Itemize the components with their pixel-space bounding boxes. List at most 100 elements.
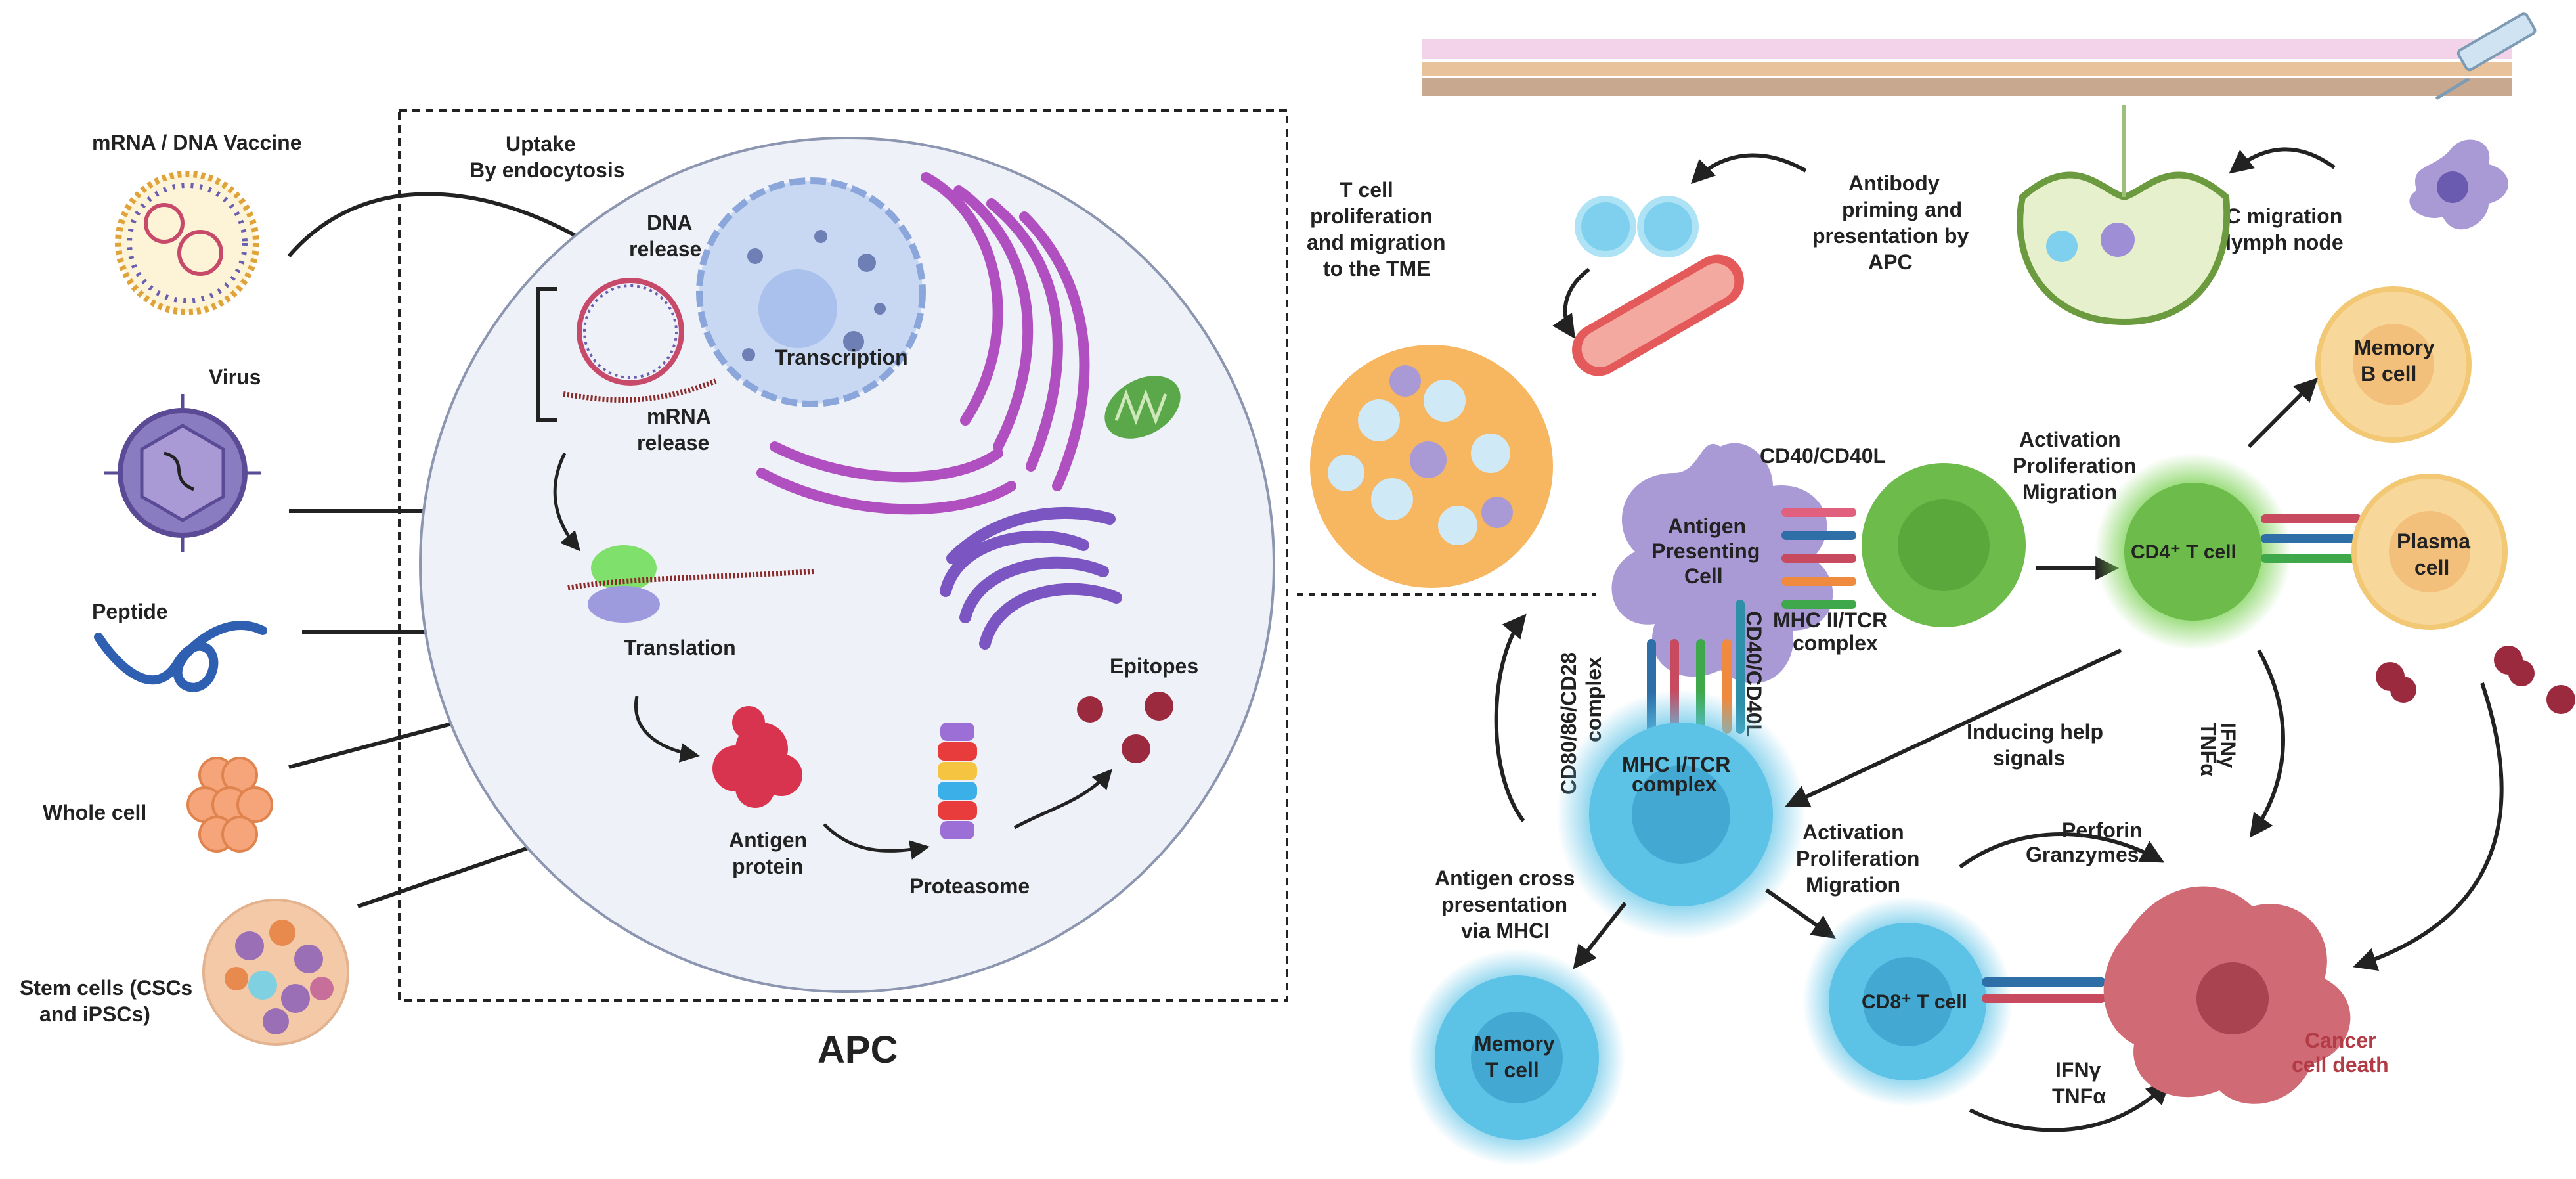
- epitope-icon: [1077, 692, 1173, 763]
- lipid-nanoparticle-icon: [115, 171, 259, 315]
- label-mrna-1: mRNA: [647, 405, 711, 428]
- label-memory-b-1: Memory: [2354, 336, 2435, 359]
- label-activation-bottom-2: Proliferation: [1796, 847, 1919, 870]
- arrow-inducing-help: [1785, 648, 2122, 808]
- label-cancer-2: cell death: [2292, 1053, 2389, 1077]
- label-cancer-1: Cancer: [2305, 1029, 2376, 1052]
- label-antigen-2: protein: [732, 855, 803, 878]
- lymph-node-icon: [2017, 105, 2231, 326]
- arrow-cross-presentation: [1494, 613, 1527, 822]
- cd4-helper-cell: [1862, 463, 2026, 627]
- label-mhc2-1: MHC II/TCR: [1773, 608, 1887, 632]
- label-transcription: Transcription: [775, 345, 908, 369]
- label-perforin-2: Granzymes: [2026, 843, 2139, 866]
- nucleus-icon: [696, 177, 926, 407]
- label-stem-cells-1: Stem cells (CSCs: [20, 976, 192, 1000]
- arrow-antibody-to-cancer: [2353, 682, 2504, 971]
- arrow-translation-to-antigen: [634, 696, 700, 763]
- tcell-pair-icon: [1575, 196, 1699, 257]
- cd8-tcell: [1802, 897, 2013, 1107]
- label-proteasome: Proteasome: [909, 874, 1030, 898]
- peptide-icon: [94, 621, 267, 692]
- arrow-proteasome-to-epitopes: [1013, 768, 1112, 830]
- label-cross-3: via MHCI: [1461, 919, 1550, 943]
- cd8-precursor-cell: [1556, 690, 1806, 939]
- arrow-antibody-priming: [1690, 153, 1807, 185]
- label-dna-1: DNA: [647, 211, 692, 234]
- label-antibody-2: priming and: [1842, 198, 1962, 221]
- antibody-icon: [2376, 646, 2575, 714]
- receptor-complex-cd8: [1982, 977, 2106, 1003]
- label-apc-cell-2: Presenting: [1651, 539, 1760, 563]
- arrow-ifn-bottom: [1969, 1080, 2171, 1132]
- label-tcell-prolif-3: and migration: [1307, 231, 1446, 254]
- cancer-cell-icon: [2103, 886, 2351, 1104]
- label-whole-cell: Whole cell: [43, 801, 146, 824]
- apc-box: [398, 109, 1288, 1002]
- label-tcell-prolif-4: to the TME: [1323, 257, 1431, 280]
- label-inducing-2: signals: [1993, 746, 2065, 770]
- tumor-icon: [1310, 345, 1553, 588]
- label-uptake-2: By endocytosis: [469, 158, 625, 182]
- memory-t-cell: [1408, 949, 1625, 1166]
- label-activation-top-1: Activation: [2019, 428, 2121, 451]
- label-peptide: Peptide: [92, 600, 168, 623]
- dendritic-cell-icon: [2409, 139, 2508, 230]
- stem-cell-icon: [202, 899, 349, 1046]
- arrow-to-cd8: [1765, 888, 1836, 939]
- label-virus: Virus: [209, 365, 261, 389]
- label-activation-bottom-1: Activation: [1802, 820, 1904, 844]
- arrow-to-memory-b: [2247, 377, 2319, 449]
- arrow-antigen-to-proteasome: [823, 823, 930, 860]
- label-ifn-bottom-2: TNFα: [2052, 1084, 2106, 1108]
- blood-vessel-icon: [1572, 254, 1744, 376]
- label-vaccine: mRNA / DNA Vaccine: [92, 131, 302, 154]
- label-mhc1-2: complex: [1632, 772, 1717, 796]
- receptor-complexes-right: [2261, 514, 2362, 563]
- label-translation: Translation: [624, 636, 736, 659]
- label-ifn-vertical-2: TNFα: [2196, 723, 2220, 776]
- virus-icon: [104, 394, 261, 552]
- proteasome-icon: [938, 723, 977, 839]
- label-mhc2-2: complex: [1793, 631, 1878, 655]
- label-activation-top-3: Migration: [2022, 480, 2117, 504]
- label-plasma-1: Plasma: [2397, 529, 2470, 553]
- dna-plasmid-icon: [577, 278, 684, 386]
- label-activation-top-2: Proliferation: [2013, 454, 2136, 478]
- ribosome-icon: [567, 545, 815, 623]
- label-memory-t-1: Memory: [1474, 1032, 1555, 1056]
- label-mrna-2: release: [637, 431, 709, 455]
- label-antibody-3: presentation by: [1812, 224, 1969, 248]
- label-memory-b-2: B cell: [2361, 362, 2416, 386]
- label-apc-cell-1: Antigen: [1668, 514, 1746, 538]
- apc-title: APC: [818, 1029, 898, 1071]
- syringe-icon: [2435, 12, 2537, 100]
- label-cd40-top: CD40/CD40L: [1760, 444, 1886, 468]
- golgi-icon: [940, 506, 1122, 650]
- antigen-presenting-cell: [1611, 443, 1833, 684]
- mrna-strand-icon: [563, 378, 717, 403]
- label-ifn-bottom-1: IFNγ: [2055, 1058, 2101, 1082]
- cd4-tcell: [2095, 453, 2292, 650]
- memory-b-cell: [2315, 286, 2472, 443]
- arrow-perforin: [1959, 832, 2165, 869]
- plasma-cell: [2351, 474, 2508, 630]
- label-stem-cells-2: and iPSCs): [39, 1002, 150, 1026]
- label-antigen-1: Antigen: [729, 828, 807, 852]
- arrow-ifn-vertical: [2249, 649, 2285, 838]
- endoplasmic-reticulum-icon: [756, 172, 1090, 515]
- label-activation-bottom-3: Migration: [1806, 873, 1900, 897]
- label-antibody-1: Antibody: [1848, 171, 1940, 195]
- receptor-complexes-top: [1781, 508, 1856, 609]
- arrow-apc-migration: [2229, 147, 2336, 174]
- label-plasma-2: cell: [2414, 556, 2449, 579]
- label-cross-1: Antigen cross: [1435, 866, 1575, 890]
- label-mhc1-1: MHC I/TCR: [1622, 753, 1730, 776]
- label-memory-t-2: T cell: [1485, 1058, 1539, 1082]
- label-dna-2: release: [629, 237, 701, 261]
- whole-cell-icon: [186, 757, 273, 853]
- label-tcell-prolif-1: T cell: [1340, 178, 1393, 202]
- mitochondrion-icon: [1104, 376, 1181, 439]
